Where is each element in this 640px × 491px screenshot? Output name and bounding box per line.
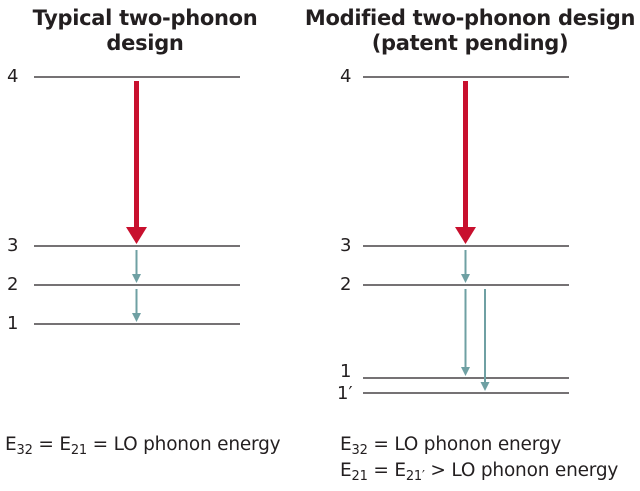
left-title-line2: design [106, 31, 184, 55]
right-equation-2: E21 = E21′ > LO phonon energy [340, 460, 619, 484]
left-equation: E32 = E21 = LO phonon energy [5, 434, 281, 458]
right-phonon-arrow-2-1prime [480, 289, 490, 391]
left-level-1-label: 1 [7, 313, 19, 334]
right-equation-1: E32 = LO phonon energy [340, 434, 562, 458]
right-level-lines [363, 76, 569, 394]
right-level-1prime-label: 1′ [337, 383, 353, 404]
right-radiative-arrow [455, 81, 476, 244]
right-level-3-label: 3 [340, 235, 352, 256]
left-phonon-arrow-2-1 [132, 289, 141, 322]
left-phonon-arrow-3-2 [132, 250, 141, 283]
right-title: Modified two-phonon design (patent pendi… [300, 6, 640, 56]
right-level-4-label: 4 [340, 66, 352, 87]
right-title-line1: Modified two-phonon design [304, 6, 636, 30]
right-title-line2: (patent pending) [371, 31, 569, 55]
right-level-1-label: 1 [340, 361, 352, 382]
right-level-2-label: 2 [340, 274, 352, 295]
left-level-3-label: 3 [7, 235, 19, 256]
left-title-line1: Typical two-phonon [32, 6, 258, 30]
left-title: Typical two-phonon design [0, 6, 290, 56]
right-phonon-arrow-2-1 [461, 289, 470, 376]
left-level-4-label: 4 [7, 66, 19, 87]
right-phonon-arrow-3-2 [461, 250, 470, 283]
left-level-lines [34, 76, 240, 325]
left-radiative-arrow [126, 81, 147, 244]
left-level-2-label: 2 [7, 274, 19, 295]
